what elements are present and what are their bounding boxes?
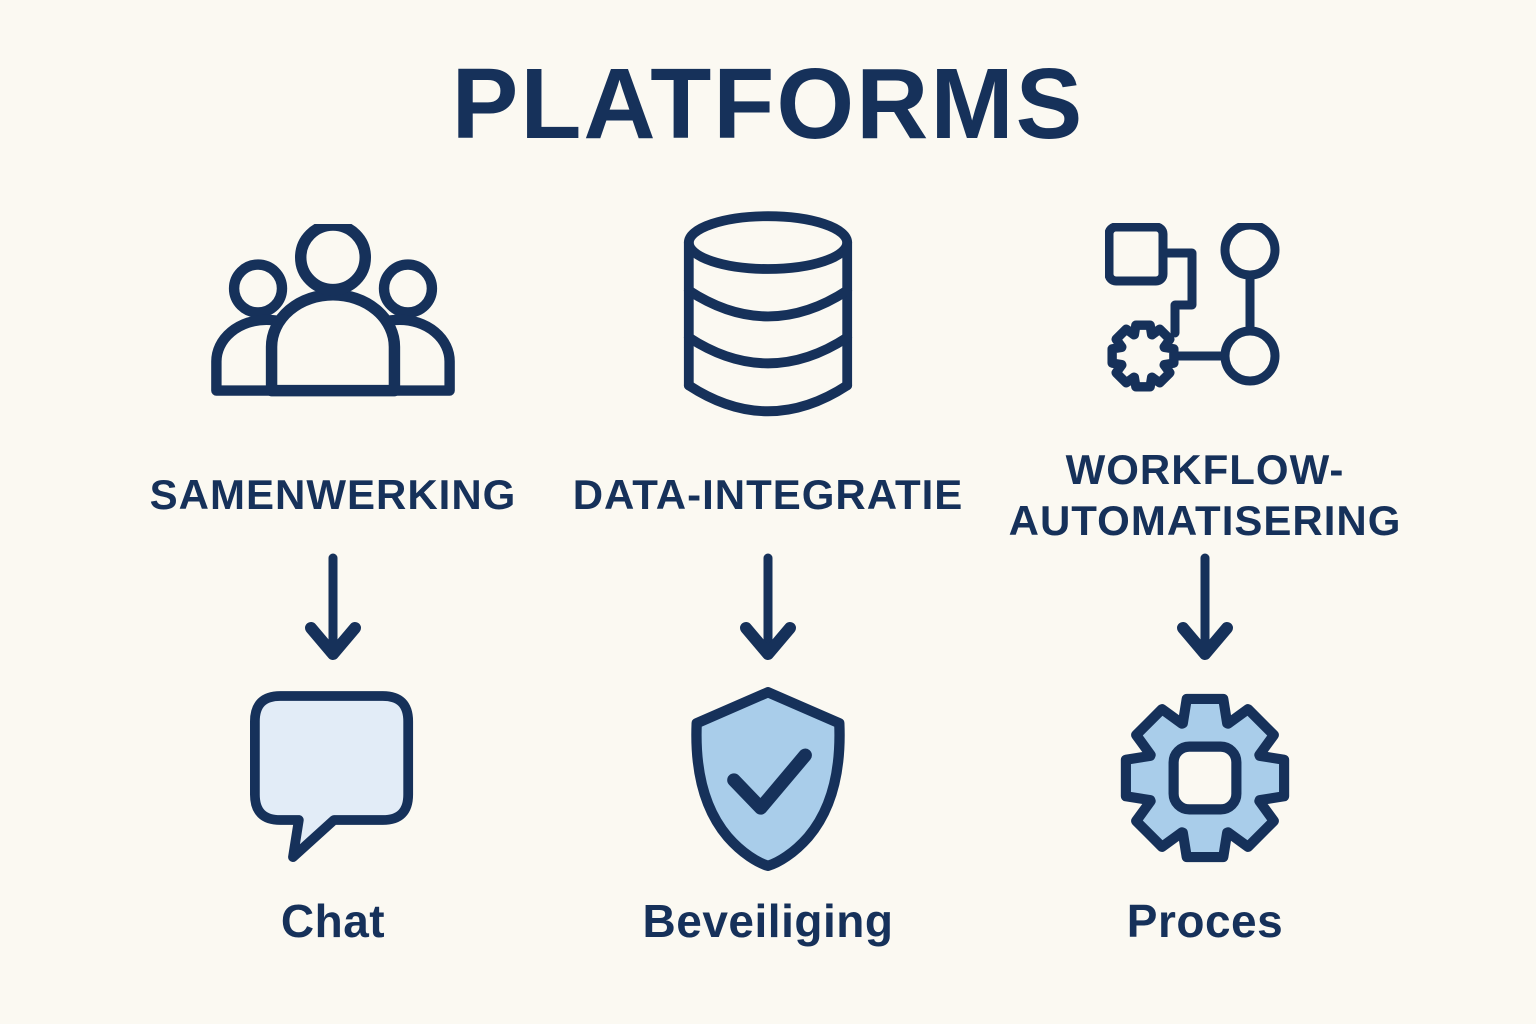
page-title: PLATFORMS <box>451 48 1085 160</box>
gear-icon <box>1109 675 1301 880</box>
down-arrow-icon <box>1173 550 1237 675</box>
column-data-integratie: DATA-INTEGRATIE Beveiliging <box>533 185 1003 948</box>
label-samenwerking: SAMENWERKING <box>149 471 517 519</box>
chat-bubble-icon <box>250 675 416 880</box>
database-icon <box>680 185 856 440</box>
column-workflow-automatisering: WORKFLOW-AUTOMATISERING Proces <box>970 185 1440 948</box>
label-proces: Proces <box>1126 895 1284 947</box>
label-beveiliging: Beveiliging <box>642 895 894 947</box>
label-data-integratie: DATA-INTEGRATIE <box>572 471 964 519</box>
workflow-diagram-icon <box>1105 185 1305 440</box>
label-workflow-automatisering: WORKFLOW-AUTOMATISERING <box>1008 445 1402 544</box>
label-chat: Chat <box>280 895 386 947</box>
down-arrow-icon <box>736 550 800 675</box>
down-arrow-icon <box>301 550 365 675</box>
team-people-icon <box>208 185 458 440</box>
column-samenwerking: SAMENWERKING Chat <box>108 185 558 948</box>
shield-check-icon <box>684 675 852 880</box>
